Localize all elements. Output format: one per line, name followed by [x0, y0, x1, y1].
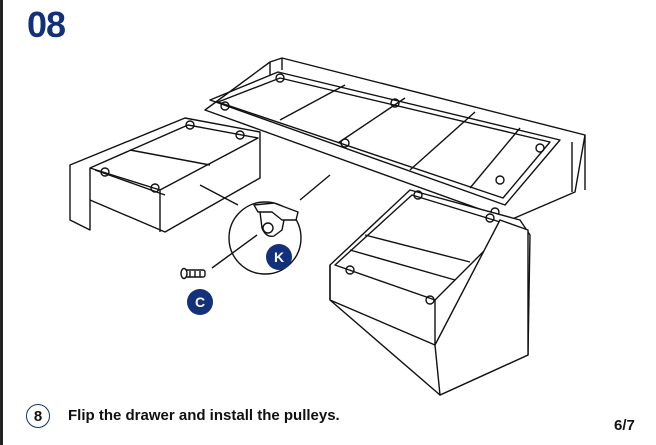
- screw-c: [180, 267, 206, 280]
- instruction-text: Flip the drawer and install the pulleys.: [68, 407, 340, 424]
- right-drawer: [329, 189, 531, 396]
- page-number: 6/7: [614, 417, 635, 434]
- step-title: 08: [27, 4, 66, 45]
- bed-frame: [204, 57, 586, 221]
- part-label-c: C: [187, 289, 213, 315]
- page-border: [0, 0, 3, 445]
- left-drawer: [69, 117, 261, 233]
- part-label-k: K: [266, 244, 292, 270]
- step-number-badge: 8: [26, 404, 50, 428]
